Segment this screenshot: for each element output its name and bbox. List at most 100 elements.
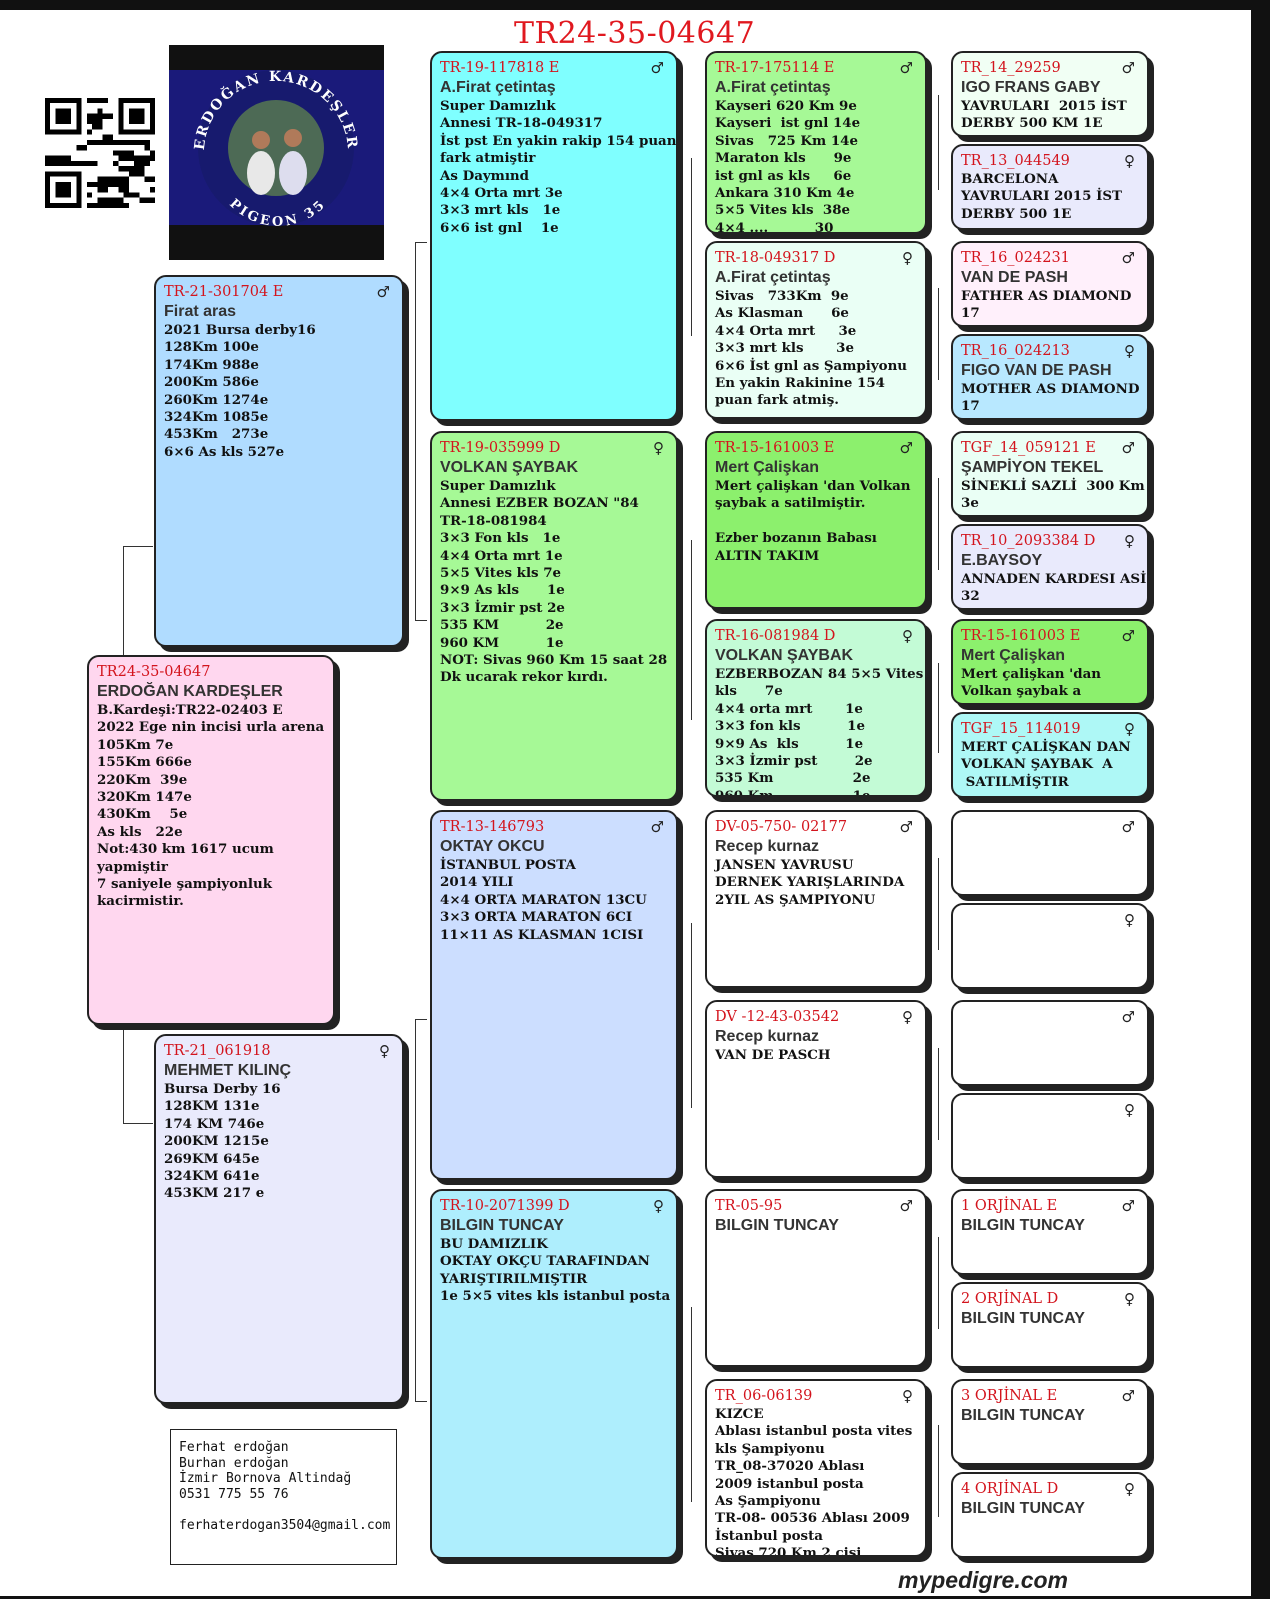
- owner-name: A.Firat çetintaş: [715, 268, 917, 288]
- ring-number: TR-21-301704 E: [164, 283, 394, 302]
- card-notes: ANNADEN KARDESI ASİ 32: [961, 571, 1139, 606]
- ring-number: TR-19-117818 E: [440, 59, 668, 78]
- bracket-gen4-e: [938, 858, 939, 950]
- owner-name: Recep kurnaz: [715, 1027, 917, 1047]
- owner-name: A.Firat çetintaş: [715, 78, 917, 98]
- owner-name: MEHMET KILINÇ: [164, 1061, 394, 1081]
- card-notes: İSTANBUL POSTA 2014 YILI 4×4 ORTA MARATO…: [440, 857, 668, 944]
- qr-code[interactable]: [45, 98, 155, 208]
- ring-number: TR-13-146793: [440, 818, 668, 837]
- card-notes: KIZCE Ablası istanbul posta vites kls Şa…: [715, 1406, 917, 1557]
- owner-name: VOLKAN ŞAYBAK: [715, 646, 917, 666]
- site-footer[interactable]: mypedigre.com: [898, 1567, 1068, 1594]
- owner-name: ŞAMPİYON TEKEL: [961, 458, 1139, 478]
- pedigree-card-dsds[interactable]: ♂: [951, 1000, 1149, 1086]
- ring-number: TR-05-95: [715, 1197, 917, 1216]
- ring-number: TR-21_061918: [164, 1042, 394, 1061]
- sex-icon: ♂: [1122, 439, 1135, 457]
- bracket-gen4-c: [938, 478, 939, 570]
- bracket-gen4-b: [938, 288, 939, 380]
- bracket-gen4-f: [938, 1048, 939, 1140]
- sex-icon: ♀: [379, 1042, 390, 1060]
- card-notes: Mert çalişkan 'dan Volkan şaybak a satil…: [715, 478, 917, 565]
- sex-icon: ♂: [1122, 818, 1135, 836]
- bracket-gen3-c: [691, 923, 692, 1108]
- sex-icon: ♂: [900, 818, 913, 836]
- card-notes: VAN DE PASCH: [715, 1047, 917, 1064]
- owner-name: E.BAYSOY: [961, 551, 1139, 571]
- card-notes: Kayseri 620 Km 9e Kayseri ist gnl 14e Si…: [715, 98, 917, 234]
- owner-name: Mert Çalişkan: [961, 646, 1139, 666]
- card-notes: SİNEKLİ SAZLİ 300 Km 3e: [961, 478, 1139, 513]
- sex-icon: ♀: [1124, 1480, 1135, 1498]
- owner-name: Mert Çalişkan: [715, 458, 917, 478]
- ring-number: TR_14_29259: [961, 59, 1139, 78]
- sex-icon: ♀: [902, 1387, 913, 1405]
- bracket-gen4-g: [938, 1237, 939, 1329]
- bracket-line: [415, 242, 427, 243]
- sex-icon: ♀: [1124, 1290, 1135, 1308]
- card-notes: Super Damızlık Annesi TR-18-049317 İst p…: [440, 98, 668, 237]
- ring-number: DV-05-750- 02177: [715, 818, 917, 837]
- owner-name: OKTAY OKCU: [440, 837, 668, 857]
- ring-number: 3 ORJİNAL E: [961, 1387, 1139, 1406]
- ring-number: TR-15-161003 E: [715, 439, 917, 458]
- bracket-gen4-d: [938, 663, 939, 753]
- owner-name: BILGIN TUNCAY: [961, 1309, 1139, 1329]
- sex-icon: ♀: [902, 249, 913, 267]
- bracket-gen3-b: [691, 540, 692, 720]
- sex-icon: ♀: [1124, 1101, 1135, 1119]
- owner-name: BILGIN TUNCAY: [440, 1216, 668, 1236]
- pedigree-card-dssd[interactable]: ♀: [951, 903, 1149, 989]
- owner-name: IGO FRANS GABY: [961, 78, 1139, 98]
- ring-number: TR-15-161003 E: [961, 627, 1139, 646]
- card-notes: YAVRULARI 2015 İST DERBY 500 KM 1E: [961, 98, 1139, 133]
- pedigree-card-dsss[interactable]: ♂: [951, 810, 1149, 896]
- owner-name: ERDOĞAN KARDEŞLER: [97, 682, 325, 702]
- card-notes: BU DAMIZLIK OKTAY OKÇU TARAFINDAN YARIŞT…: [440, 1236, 668, 1306]
- sex-icon: ♀: [1124, 152, 1135, 170]
- owner-name: BILGIN TUNCAY: [715, 1216, 917, 1236]
- sex-icon: ♂: [651, 818, 664, 836]
- sex-icon: ♀: [1124, 532, 1135, 550]
- bracket-gen1-bottom: [123, 1123, 153, 1124]
- ring-number: TR24-35-04647: [97, 663, 325, 682]
- bracket-line: [415, 1019, 427, 1020]
- ring-number: TR-19-035999 D: [440, 439, 668, 458]
- ring-number: TGF_15_114019: [961, 720, 1139, 739]
- bracket-gen4-a: [938, 95, 939, 190]
- owner-name: A.Firat çetintaş: [440, 78, 668, 98]
- sex-icon: ♂: [1122, 1387, 1135, 1405]
- ring-number: TR-16-081984 D: [715, 627, 917, 646]
- owner-name: VAN DE PASH: [961, 268, 1139, 288]
- pedigree-card-dsdd[interactable]: ♀: [951, 1093, 1149, 1179]
- ring-number: TR_13_044549: [961, 152, 1139, 171]
